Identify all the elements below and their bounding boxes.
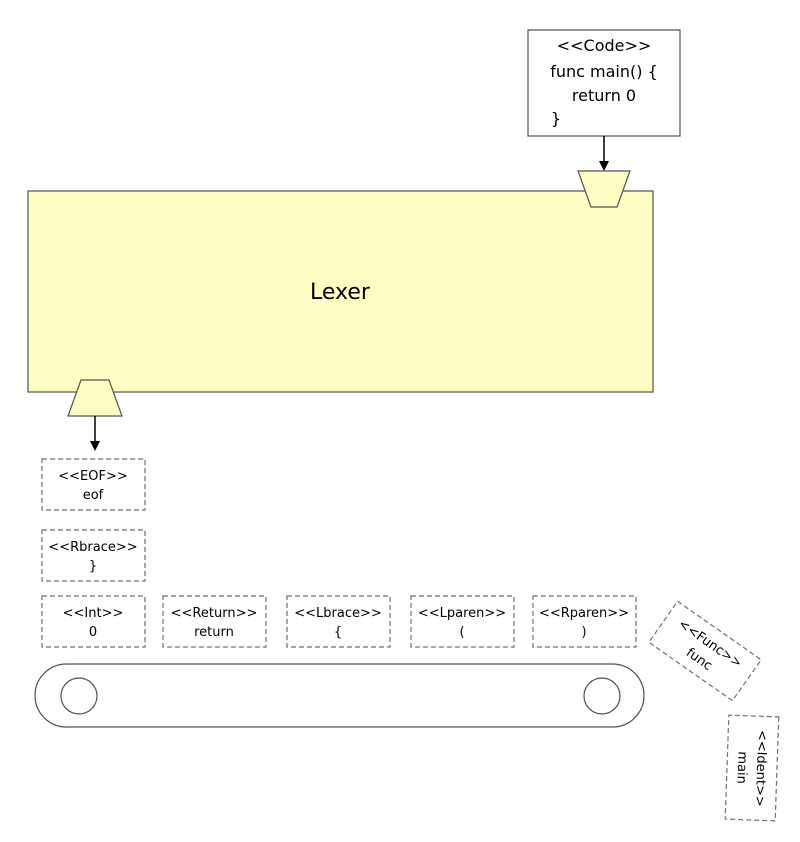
token-value: 0: [89, 625, 97, 640]
token-stereotype: <<Return>>: [171, 606, 258, 621]
conveyor-roller-right: [583, 677, 621, 715]
token-card-lbrace: <<Lbrace>> {: [286, 595, 391, 648]
token-value: {: [334, 625, 342, 640]
token-value: }: [89, 559, 97, 574]
token-stereotype: <<Rparen>>: [539, 606, 629, 621]
token-card-func: <<Func>> func: [648, 600, 762, 702]
token-value: return: [194, 625, 234, 640]
conveyor-roller-left: [60, 677, 98, 715]
code-box-stereotype: <<Code>>: [557, 36, 652, 55]
token-stereotype: <<Lparen>>: [418, 606, 506, 621]
token-card-ident: <<Ident>> main: [724, 714, 780, 822]
token-card-int: <<Int>> 0: [41, 595, 146, 648]
token-card-return: <<Return>> return: [162, 595, 267, 648]
token-stereotype: <<Lbrace>>: [294, 606, 382, 621]
token-stereotype: <<Int>>: [63, 606, 124, 621]
conveyor-belt-frame: [34, 663, 645, 728]
token-value: (: [459, 625, 464, 640]
lexer-box: Lexer: [27, 190, 654, 393]
token-stereotype: <<Ident>>: [752, 730, 770, 807]
code-line: func main() {: [550, 62, 658, 81]
lexer-label: Lexer: [310, 280, 371, 305]
token-card-rparen: <<Rparen>> ): [532, 595, 637, 648]
lexer-output-port: [67, 379, 123, 417]
token-value: main: [733, 751, 749, 784]
code-box-frame: [527, 29, 681, 137]
token-card-lparen: <<Lparen>> (: [410, 595, 515, 648]
conveyor-belt: [34, 663, 645, 728]
code-box: <<Code>> func main() { return 0 }: [527, 29, 681, 137]
code-line: }: [551, 109, 561, 128]
code-line: return 0: [572, 86, 636, 105]
token-value: ): [581, 625, 586, 640]
lexer-frame: [27, 190, 654, 393]
token-card-eof: <<EOF>> eof: [41, 458, 146, 511]
lexer-input-port: [577, 170, 631, 208]
token-value: eof: [83, 488, 104, 503]
token-stereotype: <<EOF>>: [58, 469, 128, 484]
token-stereotype: <<Rbrace>>: [48, 540, 137, 555]
token-card-rbrace: <<Rbrace>> }: [41, 529, 146, 582]
